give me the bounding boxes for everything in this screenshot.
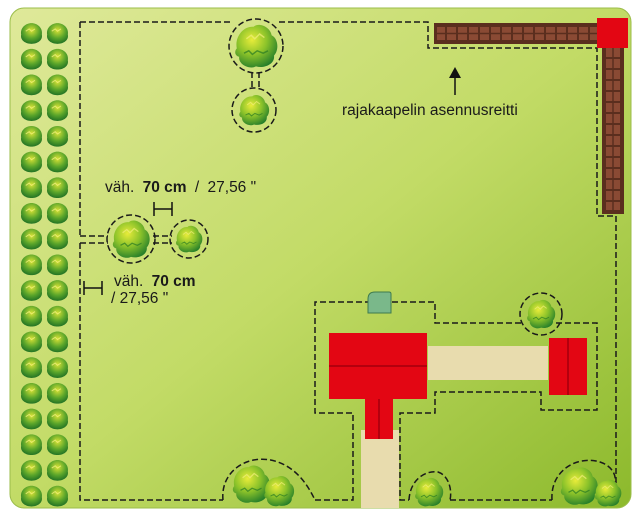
arrow-up-icon bbox=[449, 67, 461, 95]
hedge-icon bbox=[46, 279, 69, 302]
min-distance-left: väh. 70 cm / 27,56 " bbox=[83, 273, 196, 307]
cable-route bbox=[434, 18, 628, 214]
lawn bbox=[9, 7, 632, 509]
hedge-icon bbox=[46, 305, 69, 328]
min-distance-prefix: väh. bbox=[105, 179, 134, 196]
hedge-icon bbox=[20, 176, 43, 199]
svg-text:väh. 70 cm /: väh. 70 cm / 27,56 " bbox=[105, 179, 256, 196]
hedge-icon bbox=[46, 382, 69, 405]
hedge-icon bbox=[20, 74, 43, 96]
dimension-marker-icon bbox=[153, 202, 173, 216]
hedge-icon bbox=[46, 22, 69, 45]
hedge-icon bbox=[46, 408, 69, 430]
hedge-icon bbox=[20, 356, 43, 379]
hedge-icon bbox=[46, 176, 69, 199]
hedge-icon bbox=[20, 253, 43, 276]
hedge-icon bbox=[20, 485, 43, 507]
svg-text:väh. 70 cm: väh. 70 cm bbox=[114, 273, 196, 290]
house-main bbox=[329, 333, 427, 439]
house-small bbox=[549, 338, 587, 395]
hedge-icon bbox=[20, 408, 43, 430]
hedge-icon bbox=[20, 151, 43, 173]
hedge-icon bbox=[46, 202, 69, 225]
hedge-icon bbox=[46, 99, 69, 122]
hedge-icon bbox=[20, 331, 43, 353]
charging-station-icon bbox=[367, 291, 392, 314]
hedge-icon bbox=[20, 202, 43, 225]
hedge-icon bbox=[20, 279, 43, 302]
hedge-icon bbox=[20, 99, 43, 122]
hedge-icon bbox=[46, 48, 69, 71]
hedge-icon bbox=[20, 48, 43, 71]
cable-route-label: rajakaapelin asennusreitti bbox=[342, 102, 518, 119]
hedge-icon bbox=[46, 485, 69, 507]
min-distance-imperial: 27,56 " bbox=[208, 179, 257, 196]
min-distance-value: 70 cm bbox=[152, 273, 196, 290]
hedge-icon bbox=[20, 125, 43, 148]
min-distance-separator: / bbox=[195, 179, 200, 196]
min-distance-top: väh. 70 cm / 27,56 " bbox=[105, 179, 256, 216]
hedge-icon bbox=[46, 331, 69, 353]
hedge-icon bbox=[20, 305, 43, 328]
hedge-icon bbox=[20, 433, 43, 456]
hedge-icon bbox=[20, 22, 43, 45]
hedge-icon bbox=[46, 459, 69, 482]
hedge-icon bbox=[20, 228, 43, 250]
cable-corner-marker bbox=[597, 18, 628, 48]
min-distance-prefix: väh. bbox=[114, 273, 143, 290]
tree-boundaries bbox=[106, 18, 617, 501]
min-distance-value: 70 cm bbox=[143, 179, 187, 196]
boundary-wire bbox=[79, 21, 617, 501]
hedge-icon bbox=[46, 433, 69, 456]
hedge-icon bbox=[20, 459, 43, 482]
min-distance-imperial: / 27,56 " bbox=[111, 290, 168, 307]
hedge-icon bbox=[46, 74, 69, 96]
dimension-marker-icon bbox=[83, 281, 103, 295]
garden-paths bbox=[361, 346, 548, 508]
hedge-icon bbox=[46, 125, 69, 148]
hedge-icon bbox=[46, 356, 69, 379]
hedge-icon bbox=[46, 228, 69, 250]
hedge-icon bbox=[46, 253, 69, 276]
hedge-icon bbox=[46, 151, 69, 173]
hedge-icon bbox=[20, 382, 43, 405]
